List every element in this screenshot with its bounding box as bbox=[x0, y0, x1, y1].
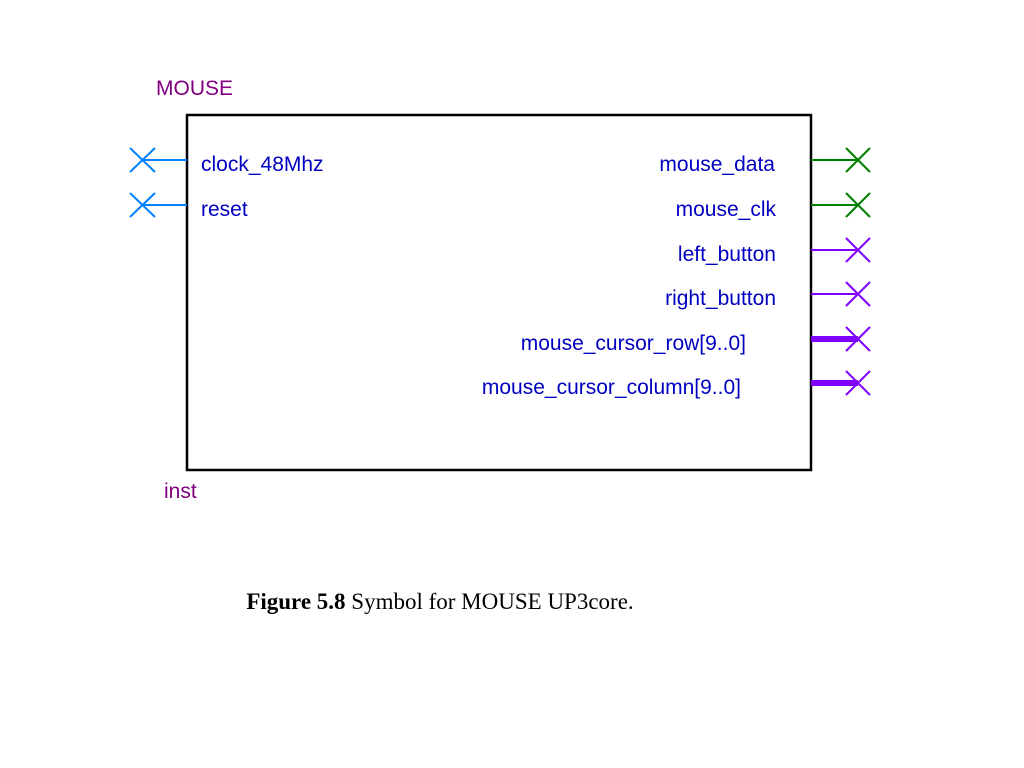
output-bus-mouse-cursor-row: mouse_cursor_row[9..0] bbox=[521, 326, 871, 355]
port-label-mouse-data: mouse_data bbox=[659, 153, 775, 176]
output-bus-mouse-cursor-column: mouse_cursor_column[9..0] bbox=[482, 370, 871, 399]
input-port-clock: clock_48Mhz bbox=[129, 147, 324, 176]
port-label-mouse-cursor-row: mouse_cursor_row[9..0] bbox=[521, 332, 746, 355]
port-label-clock: clock_48Mhz bbox=[201, 153, 324, 176]
figure-number: Figure 5.8 bbox=[246, 589, 346, 614]
port-label-mouse-clk: mouse_clk bbox=[676, 198, 777, 221]
figure-caption-text: Symbol for MOUSE UP3core. bbox=[345, 589, 634, 614]
output-port-left-button: left_button bbox=[678, 237, 871, 266]
symbol-body bbox=[185, 113, 813, 472]
symbol-name: MOUSE bbox=[156, 77, 233, 100]
output-port-mouse-clk: mouse_clk bbox=[676, 192, 871, 221]
figure-caption: Figure 5.8 Symbol for MOUSE UP3core. bbox=[0, 589, 880, 615]
port-label-right-button: right_button bbox=[665, 287, 776, 310]
instance-name: inst bbox=[164, 480, 197, 503]
port-label-mouse-cursor-column: mouse_cursor_column[9..0] bbox=[482, 376, 741, 399]
input-port-reset: reset bbox=[129, 192, 248, 221]
output-port-mouse-data: mouse_data bbox=[659, 147, 871, 176]
port-label-left-button: left_button bbox=[678, 243, 776, 266]
port-label-reset: reset bbox=[201, 198, 248, 221]
output-port-right-button: right_button bbox=[665, 281, 871, 310]
